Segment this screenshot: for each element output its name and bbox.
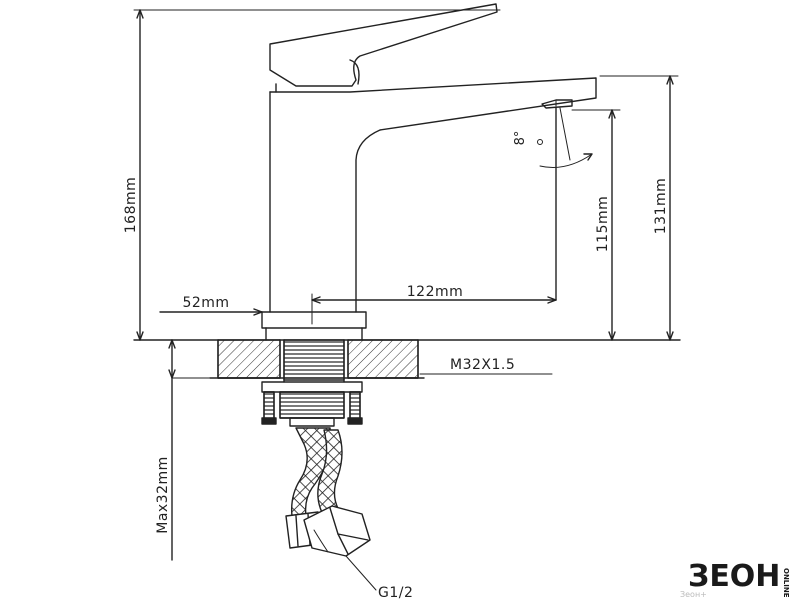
label-max-countertop: Max32mm — [155, 456, 171, 534]
dim-max-countertop — [168, 339, 176, 561]
countertop-section — [209, 339, 425, 383]
watermark: Зеон+ — [680, 590, 707, 599]
logo-side-text: ONLINE — [782, 568, 790, 598]
dim-spout-reach — [311, 293, 557, 325]
dim-thread — [171, 373, 553, 379]
label-spout-reach: 122mm — [407, 284, 464, 300]
label-angle: 8° — [513, 131, 528, 146]
logo-text: ЗЕОН — [688, 559, 780, 594]
dim-base-diameter — [159, 308, 263, 316]
hose-nuts — [285, 505, 371, 557]
label-connection: G1/2 — [378, 585, 413, 600]
outlet-angle — [537, 107, 593, 301]
faucet-body — [261, 3, 597, 341]
label-outlet-height: 115mm — [595, 196, 611, 253]
label-total-height: 168mm — [123, 177, 139, 234]
brand-logo: ЗЕОН ONLINE — [688, 559, 790, 598]
label-base-diameter: 52mm — [182, 295, 229, 311]
fixing-assembly — [261, 381, 363, 427]
dim-connection — [345, 555, 377, 591]
label-spout-height: 131mm — [653, 178, 669, 235]
label-thread: M32X1.5 — [450, 357, 515, 373]
